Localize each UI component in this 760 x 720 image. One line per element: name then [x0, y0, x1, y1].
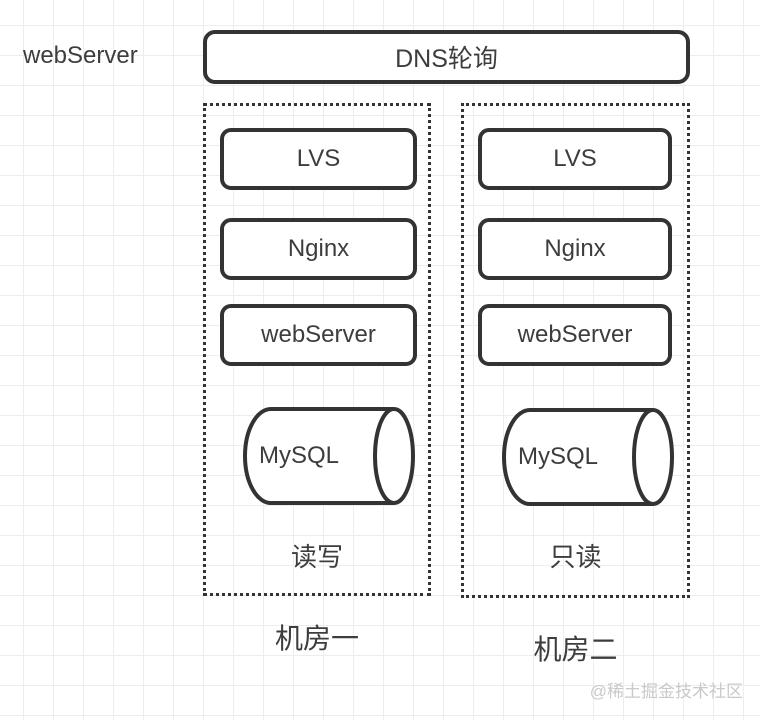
dc2-mode-label: 只读 [549, 542, 602, 572]
dc1-lvs-label: LVS [296, 145, 341, 172]
datacenter-1-name: 机房一 [274, 623, 359, 654]
datacenter-2-name: 机房二 [533, 634, 618, 665]
dc1-webserver-box: webServer [220, 304, 417, 366]
datacenter-1-container: LVS Nginx webServer MySQL 读写 [203, 103, 431, 596]
dns-round-robin-label: DNS轮询 [395, 45, 498, 73]
database-cylinder-icon [243, 407, 415, 505]
dc2-webserver-box: webServer [478, 304, 672, 366]
dc1-mode-label: 读写 [290, 542, 343, 572]
dc2-lvs-box: LVS [478, 128, 672, 190]
corner-webserver-label: webServer [23, 42, 138, 69]
dc1-lvs-box: LVS [220, 128, 417, 190]
dc1-mysql-cylinder: MySQL [223, 407, 415, 505]
watermark-text: @稀土掘金技术社区 [589, 682, 743, 701]
dc1-nginx-label: Nginx [287, 235, 350, 262]
dc2-lvs-label: LVS [553, 145, 597, 172]
dc2-mysql-cylinder: MySQL [482, 408, 674, 506]
datacenter-2-container: LVS Nginx webServer MySQL 只读 [461, 103, 690, 598]
dc1-mysql-label: MySQL [258, 442, 339, 469]
dns-round-robin-box: DNS轮询 [203, 30, 690, 84]
database-cylinder-icon [502, 408, 674, 506]
dc2-nginx-box: Nginx [478, 218, 672, 280]
dc2-mysql-label: MySQL [517, 443, 598, 470]
dc1-webserver-label: webServer [261, 321, 376, 348]
dc1-nginx-box: Nginx [220, 218, 417, 280]
dc2-webserver-label: webServer [517, 321, 633, 348]
dc2-nginx-label: Nginx [544, 235, 606, 262]
